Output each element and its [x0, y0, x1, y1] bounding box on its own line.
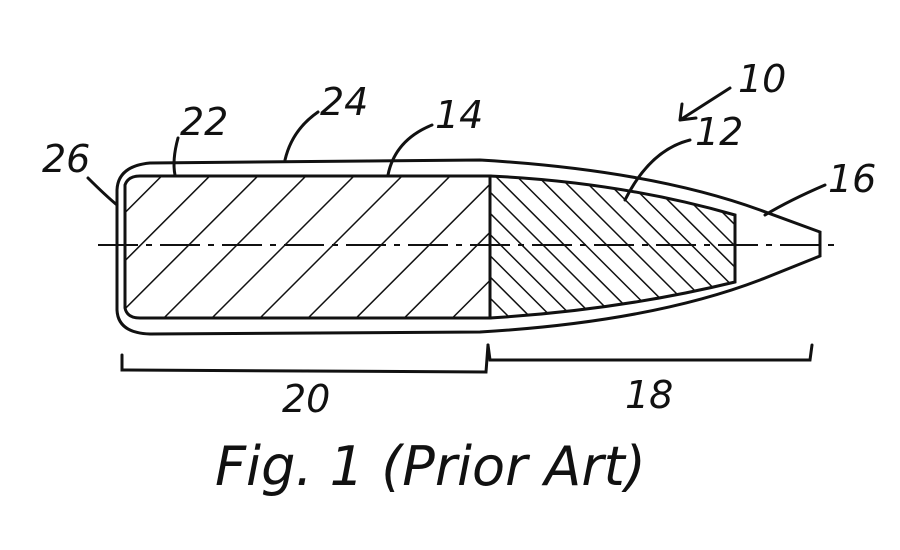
bracket-rear: [120, 343, 490, 374]
label-24: 24: [320, 80, 368, 124]
label-22: 22: [180, 100, 228, 144]
label-12: 12: [695, 110, 743, 154]
jacket-outline: [115, 158, 822, 336]
rear-core: [125, 176, 490, 318]
label-14: 14: [435, 93, 483, 137]
label-26: 26: [42, 137, 90, 181]
label-20: 20: [282, 377, 330, 421]
label-16: 16: [828, 157, 876, 201]
label-10: 10: [738, 57, 786, 101]
bracket-front: [486, 343, 814, 362]
figure-caption: Fig. 1 (Prior Art): [215, 435, 646, 498]
front-core: [490, 176, 735, 318]
label-18: 18: [625, 373, 673, 417]
